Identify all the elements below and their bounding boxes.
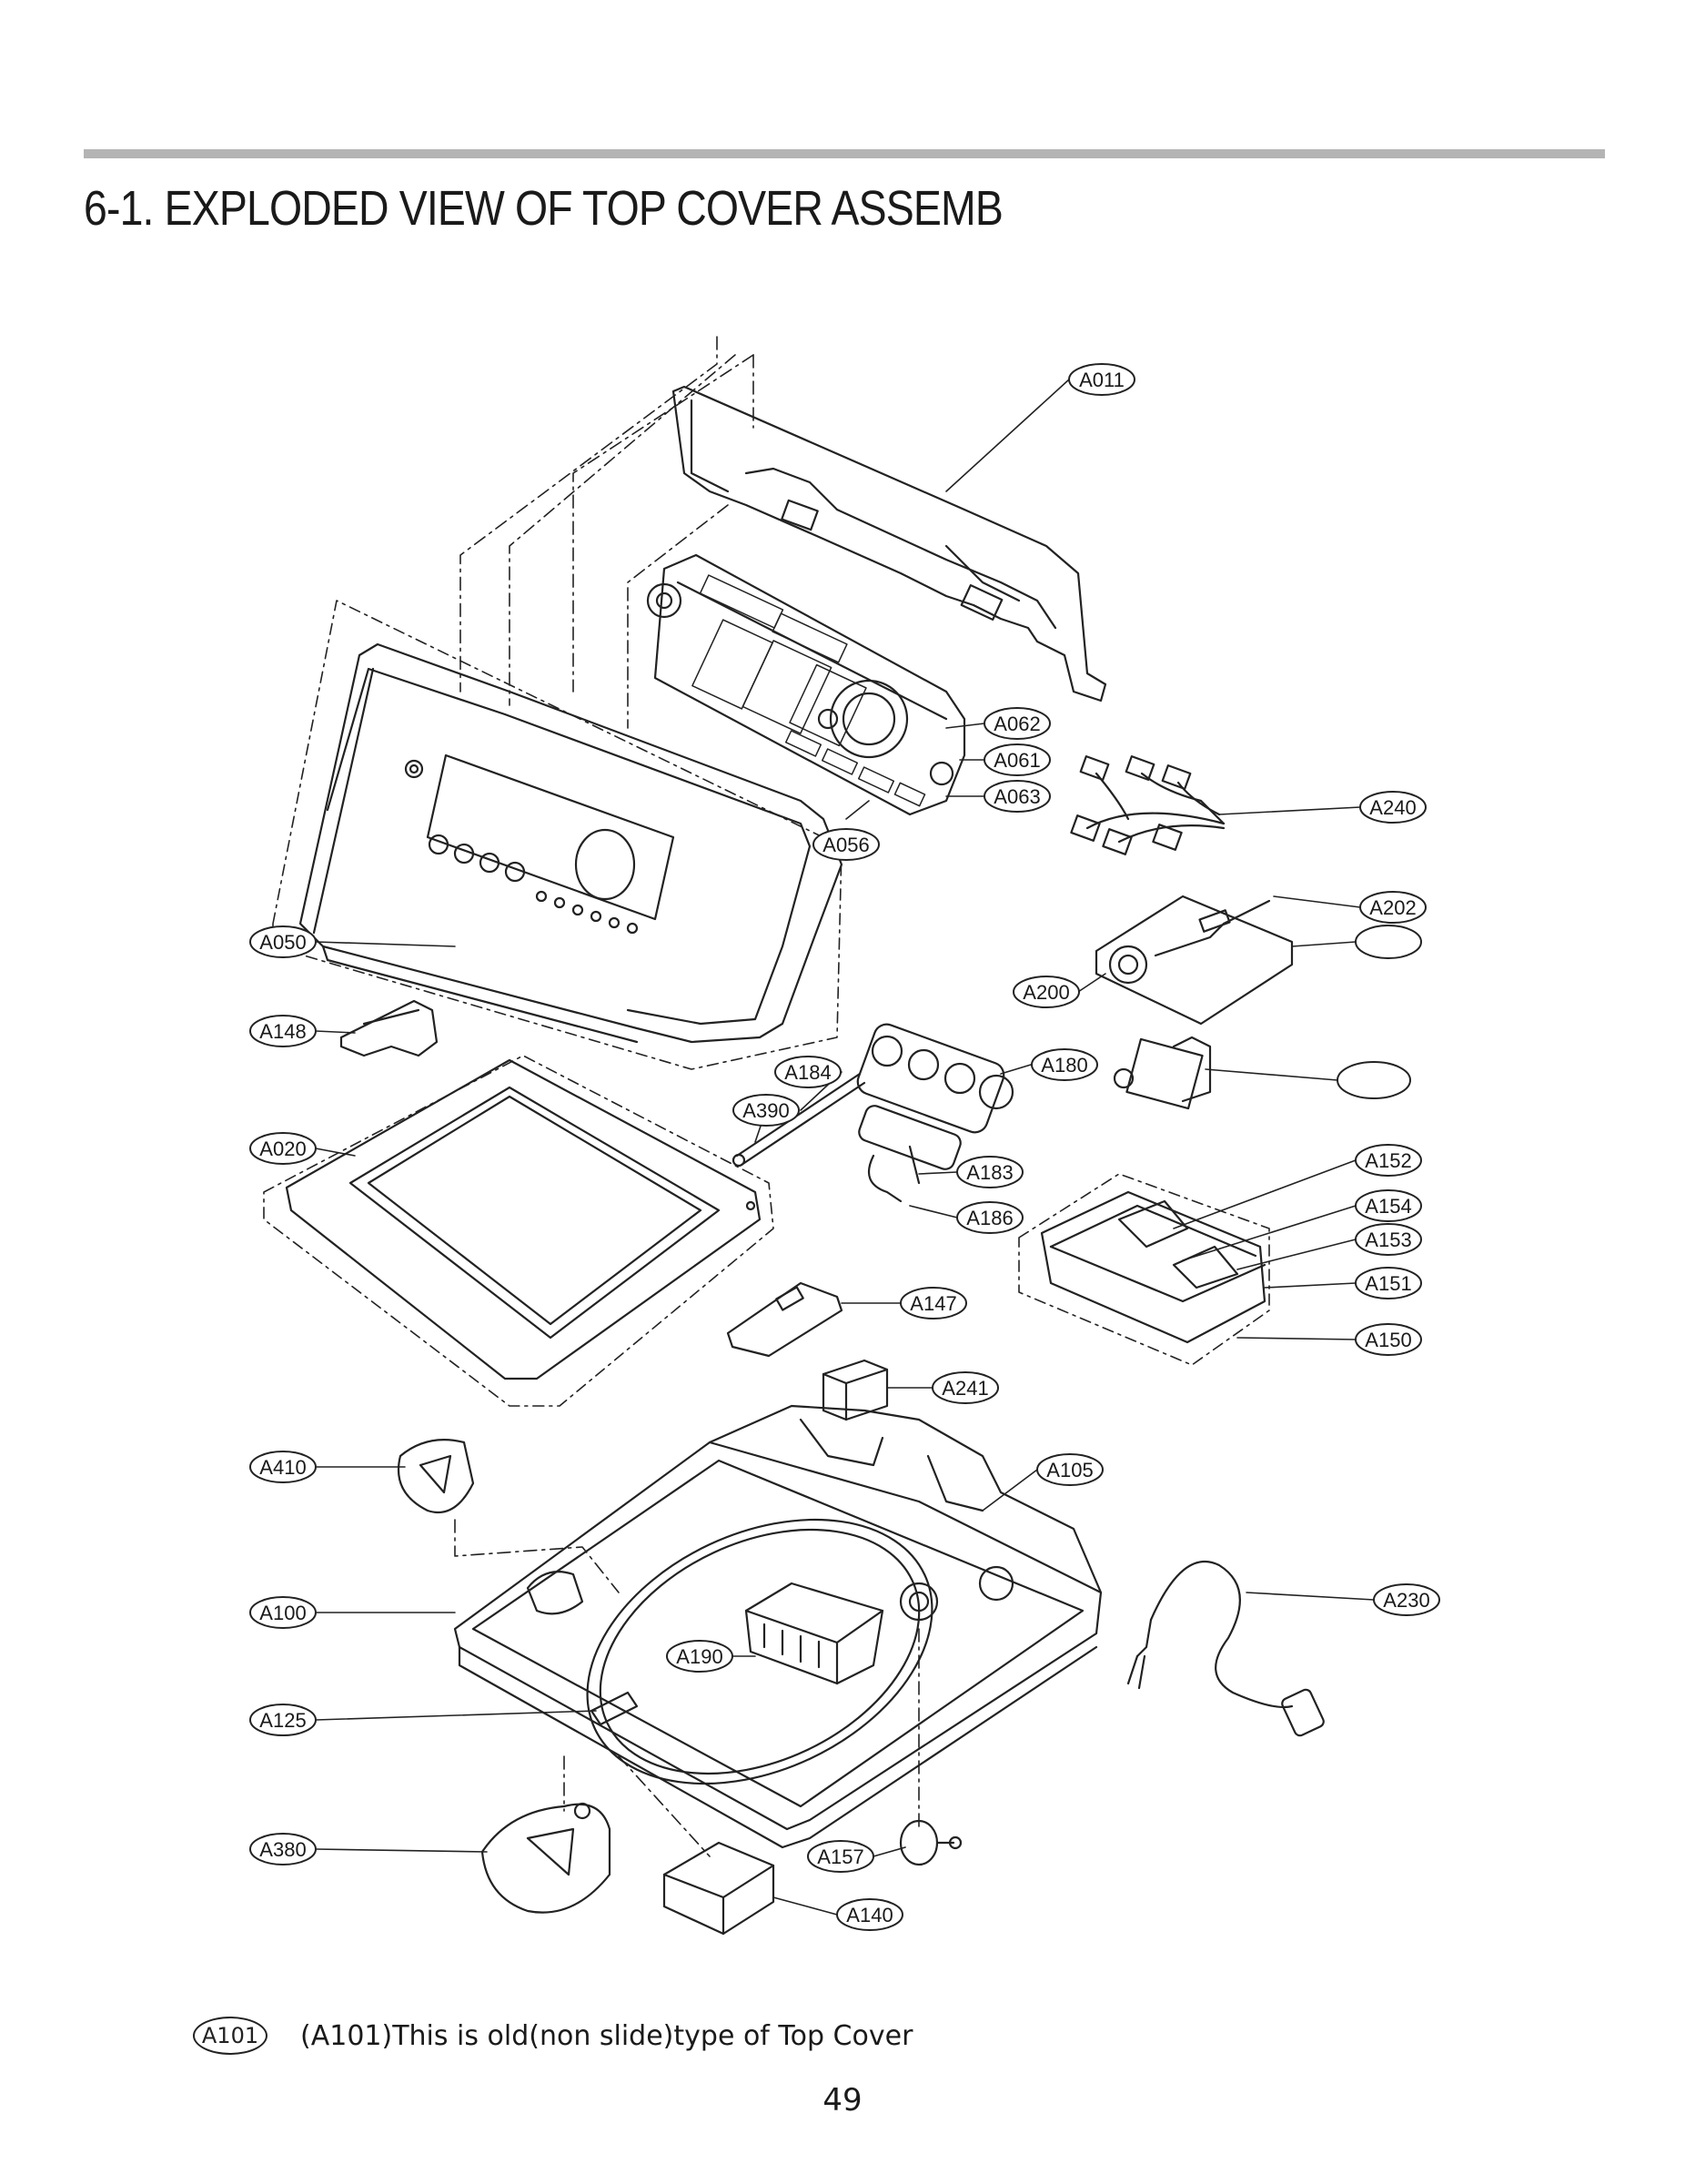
- callout-a153: A153: [1355, 1223, 1422, 1256]
- svg-text:A125: A125: [259, 1709, 306, 1732]
- callout-a125: A125: [249, 1704, 317, 1736]
- callout-a241: A241: [932, 1371, 999, 1404]
- callout-a410: A410: [249, 1451, 317, 1483]
- glass-lid-dashed-outline: [263, 1055, 774, 1407]
- funnel-a410-part: [397, 1439, 475, 1514]
- svg-text:A020: A020: [259, 1138, 306, 1160]
- footnote: A101 (A101)This is old(non slide)type of…: [193, 2015, 913, 2057]
- callout-a184: A184: [774, 1056, 842, 1088]
- svg-text:A241: A241: [942, 1377, 988, 1400]
- bracket-a147-part: [726, 1281, 843, 1358]
- svg-text:A186: A186: [966, 1207, 1013, 1229]
- cap-a157-part: [899, 1819, 963, 1866]
- svg-text:A183: A183: [966, 1161, 1013, 1184]
- control-panel-housing-part: [298, 642, 843, 1044]
- callout-a105: A105: [1036, 1453, 1104, 1486]
- callout-a147: A147: [900, 1287, 967, 1320]
- box-a241-part: [822, 1359, 889, 1421]
- footnote-badge: A101: [193, 2017, 267, 2055]
- callout-a186: A186: [956, 1201, 1024, 1234]
- dispenser-dashed-outline: [1018, 1173, 1270, 1366]
- footnote-text: (A101)This is old(non slide)type of Top …: [300, 2019, 913, 2052]
- bottom-bracket-a380-part: [480, 1802, 611, 1914]
- callout-a157: A157: [807, 1840, 874, 1873]
- svg-text:A011: A011: [1079, 369, 1125, 391]
- leader-lines: [315, 379, 1375, 1916]
- callout-a063: A063: [984, 780, 1051, 813]
- page-title: 6-1. EXPLODED VIEW OF TOP COVER ASSEMB: [84, 181, 1004, 236]
- callout-a154: A154: [1355, 1189, 1422, 1222]
- callout-a020: A020: [249, 1132, 317, 1165]
- callout-blank-2: [1337, 1061, 1411, 1099]
- callout-a200: A200: [1013, 976, 1080, 1008]
- glass-lid-part: [285, 1058, 762, 1380]
- svg-text:A240: A240: [1369, 796, 1416, 819]
- callout-a056: A056: [812, 828, 880, 861]
- callout-a202: A202: [1359, 891, 1427, 924]
- svg-text:A230: A230: [1383, 1589, 1429, 1612]
- callout-a230: A230: [1373, 1583, 1440, 1616]
- callout-a062: A062: [984, 707, 1051, 740]
- svg-text:A184: A184: [784, 1061, 831, 1084]
- callout-a190: A190: [666, 1640, 733, 1673]
- top-cover-part: [453, 1441, 1103, 1849]
- callout-a390: A390: [732, 1094, 800, 1127]
- page-number: 49: [822, 2082, 863, 2118]
- callout-a150: A150: [1355, 1323, 1422, 1356]
- svg-text:A154: A154: [1365, 1195, 1411, 1218]
- dispenser-drawer-part: [1040, 1190, 1266, 1344]
- svg-text:A151: A151: [1365, 1272, 1411, 1295]
- svg-text:A063: A063: [994, 785, 1040, 808]
- callout-a140: A140: [836, 1898, 903, 1931]
- callout-a050: A050: [249, 925, 317, 958]
- svg-text:A410: A410: [259, 1456, 306, 1479]
- callout-a180: A180: [1031, 1048, 1098, 1081]
- door-lock-part: [1113, 1036, 1212, 1110]
- svg-text:A140: A140: [846, 1904, 893, 1926]
- svg-text:A148: A148: [259, 1020, 306, 1043]
- callout-a148: A148: [249, 1015, 317, 1047]
- callout-a183: A183: [956, 1156, 1024, 1188]
- callout-a151: A151: [1355, 1267, 1422, 1299]
- svg-text:A200: A200: [1023, 981, 1069, 1004]
- svg-text:A050: A050: [259, 931, 306, 954]
- control-panel-dashed-outline: [272, 600, 842, 1070]
- callout-a380: A380: [249, 1833, 317, 1866]
- svg-text:A147: A147: [910, 1292, 956, 1315]
- callouts: A011 A062 A061 A063 A056 A240 A202: [249, 363, 1440, 1931]
- callout-a061: A061: [984, 743, 1051, 776]
- power-cord-part: [1126, 1560, 1325, 1737]
- wire-harness-part: [1070, 754, 1226, 855]
- rear-frame-part: [708, 1404, 1103, 1602]
- header-rule: [84, 149, 1605, 158]
- rear-panel-part: [671, 385, 1107, 703]
- callout-a152: A152: [1355, 1144, 1422, 1177]
- callout-a240: A240: [1359, 791, 1427, 824]
- svg-text:A380: A380: [259, 1838, 306, 1861]
- svg-text:A153: A153: [1365, 1228, 1411, 1251]
- svg-text:A056: A056: [822, 834, 869, 856]
- bracket-a148-part: [339, 999, 439, 1057]
- control-board-part: [646, 553, 966, 816]
- callout-blank-1: [1355, 925, 1422, 959]
- svg-text:A105: A105: [1046, 1459, 1093, 1481]
- lid-switch-part: [662, 1841, 775, 1936]
- svg-text:A152: A152: [1365, 1149, 1411, 1172]
- callout-a011: A011: [1068, 363, 1135, 396]
- svg-text:A157: A157: [817, 1845, 863, 1868]
- svg-text:A190: A190: [676, 1645, 722, 1668]
- svg-text:A390: A390: [742, 1099, 789, 1122]
- svg-text:A062: A062: [994, 713, 1040, 735]
- callout-a100: A100: [249, 1596, 317, 1629]
- pressure-switch-part: [1095, 895, 1294, 1026]
- svg-text:A061: A061: [994, 749, 1040, 772]
- svg-text:A100: A100: [259, 1602, 306, 1624]
- filter-box-part: [744, 1582, 884, 1685]
- water-valve-part: [856, 1023, 1014, 1203]
- svg-text:A180: A180: [1041, 1054, 1087, 1077]
- svg-text:A150: A150: [1365, 1329, 1411, 1351]
- svg-text:A202: A202: [1369, 896, 1416, 919]
